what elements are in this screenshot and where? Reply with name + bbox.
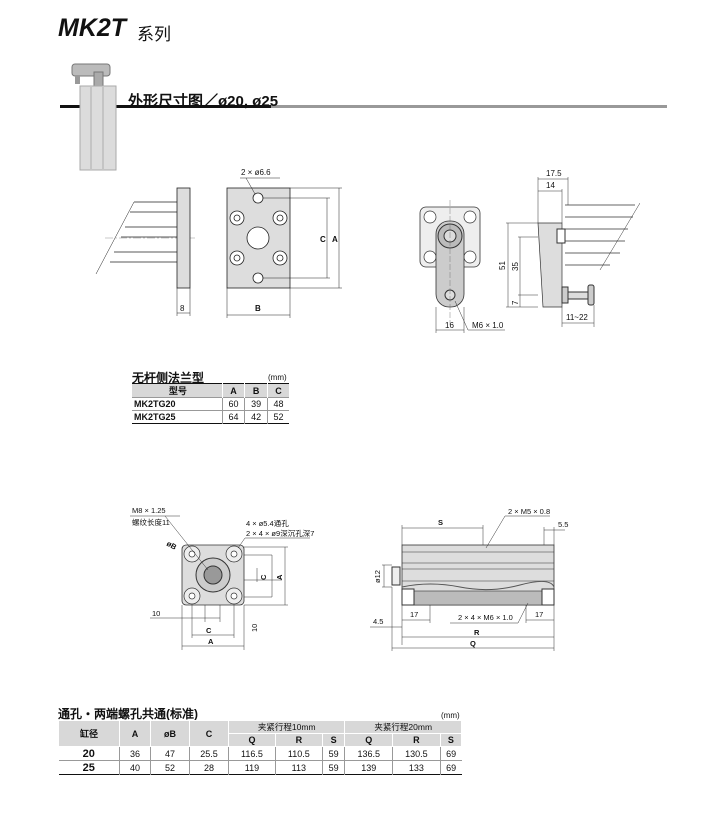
dim-A: A <box>332 235 338 244</box>
col-B: øB <box>150 720 190 747</box>
col-A: A <box>119 720 151 747</box>
cell: MK2TG20 <box>132 397 223 411</box>
cell: 110.5 <box>274 746 323 761</box>
cell: 42 <box>244 410 268 424</box>
dim-C: C <box>320 235 326 244</box>
cell: 39 <box>244 397 268 411</box>
dim-oB: øB <box>165 539 179 552</box>
dim-7: 7 <box>511 300 520 305</box>
cell: 52 <box>150 760 190 775</box>
group-stroke-20: 夹紧行程20mm <box>344 720 462 734</box>
dim-C-vertical: C <box>259 574 268 580</box>
col-S: S <box>439 733 463 747</box>
clamp-arm-drawing: 16 M6 × 1.0 17.5 14 51 35 7 11~22 <box>419 169 640 333</box>
through-hole-label: 4 × ø5.4通孔 <box>246 518 289 528</box>
thread-m8: M8 × 1.25 <box>132 506 166 515</box>
cell: 48 <box>266 397 289 411</box>
dim-17-right: 17 <box>535 610 543 619</box>
cell: 36 <box>119 746 151 761</box>
cell: 139 <box>344 760 393 775</box>
dim-5-5: 5.5 <box>558 520 568 529</box>
cell: 59 <box>321 760 345 775</box>
main-table-caption: 通孔・两端螺孔共通(标准) <box>58 707 198 721</box>
heading-rule <box>60 105 271 108</box>
col-Q: Q <box>228 733 276 747</box>
cell: 133 <box>392 760 441 775</box>
dim-35: 35 <box>511 262 520 271</box>
col-header: A <box>221 383 245 398</box>
cell: 116.5 <box>228 746 276 761</box>
cell: 40 <box>119 760 151 775</box>
col-bore: 缸径 <box>58 720 120 747</box>
col-header: 型号 <box>132 383 223 398</box>
flange-drawing: 2 × ø6.6 8 B C A <box>95 168 342 318</box>
dim-A-vertical: A <box>275 574 284 580</box>
cell: 130.5 <box>392 746 441 761</box>
cell: 25 <box>58 760 120 775</box>
dim-o12: ø12 <box>373 570 382 583</box>
col-R: R <box>274 733 323 747</box>
cell: 136.5 <box>344 746 393 761</box>
hole-label: 2 × ø6.6 <box>241 168 271 177</box>
dim-8: 8 <box>180 304 185 313</box>
dim-B: B <box>255 304 261 313</box>
cell: 64 <box>221 410 245 424</box>
cell: 52 <box>266 410 289 424</box>
bottom-thread-label: 2 × 4 × M6 × 1.0 <box>458 613 513 622</box>
dim-14: 14 <box>546 181 555 190</box>
main-table-unit: (mm) <box>441 711 460 720</box>
col-C: C <box>189 720 229 747</box>
section-heading: 外形尺寸图／ø20, ø25 <box>128 93 279 110</box>
dim-4-5: 4.5 <box>373 617 383 626</box>
cell: 28 <box>189 760 229 775</box>
cell: 60 <box>221 397 245 411</box>
cell: 69 <box>439 746 462 761</box>
flange-table-caption: 无杆侧法兰型 <box>132 371 205 385</box>
side-thread-label: 2 × M5 × 0.8 <box>508 507 550 516</box>
side-view-drawing: S 2 × M5 × 0.8 5.5 ø12 17 17 2 × 4 × M6 … <box>370 507 568 651</box>
dim-16: 16 <box>445 321 454 330</box>
heading-rule-gray <box>271 105 667 108</box>
cell: 25.5 <box>189 746 229 761</box>
dim-10-vertical: 10 <box>250 624 259 632</box>
col-header: C <box>266 383 289 398</box>
series-suffix: 系列 <box>137 25 171 44</box>
dim-51: 51 <box>498 261 507 270</box>
dim-Q: Q <box>470 639 476 648</box>
cell: MK2TG25 <box>132 410 223 424</box>
dim-17-5: 17.5 <box>546 169 562 178</box>
product-image <box>71 63 117 171</box>
dim-R: R <box>474 628 480 637</box>
cell: 59 <box>321 746 345 761</box>
dim-A: A <box>208 637 214 646</box>
dim-17-left: 17 <box>410 610 418 619</box>
col-R: R <box>392 733 441 747</box>
thread-length: 螺纹长度11 <box>132 517 170 527</box>
dim-S: S <box>438 518 443 527</box>
cell: 69 <box>439 760 462 775</box>
col-Q: Q <box>344 733 394 747</box>
dim-10-horizontal: 10 <box>152 609 160 618</box>
stroke-range: 11~22 <box>566 313 588 322</box>
cell: 47 <box>150 746 190 761</box>
front-view-drawing: M8 × 1.25 螺纹长度11 4 × ø5.4通孔 2 × 4 × ø9深沉… <box>130 506 314 650</box>
series-title: MK2T <box>58 14 127 42</box>
cell: 119 <box>228 760 276 775</box>
col-header: B <box>244 383 268 398</box>
dim-C: C <box>206 626 212 635</box>
col-S: S <box>321 733 346 747</box>
cell: 20 <box>58 746 120 761</box>
thread-m6: M6 × 1.0 <box>472 321 504 330</box>
counterbore-label: 2 × 4 × ø9深沉孔深7 <box>246 529 314 538</box>
flange-table-unit: (mm) <box>268 373 287 382</box>
group-stroke-10: 夹紧行程10mm <box>227 720 346 734</box>
cell: 113 <box>274 760 323 775</box>
